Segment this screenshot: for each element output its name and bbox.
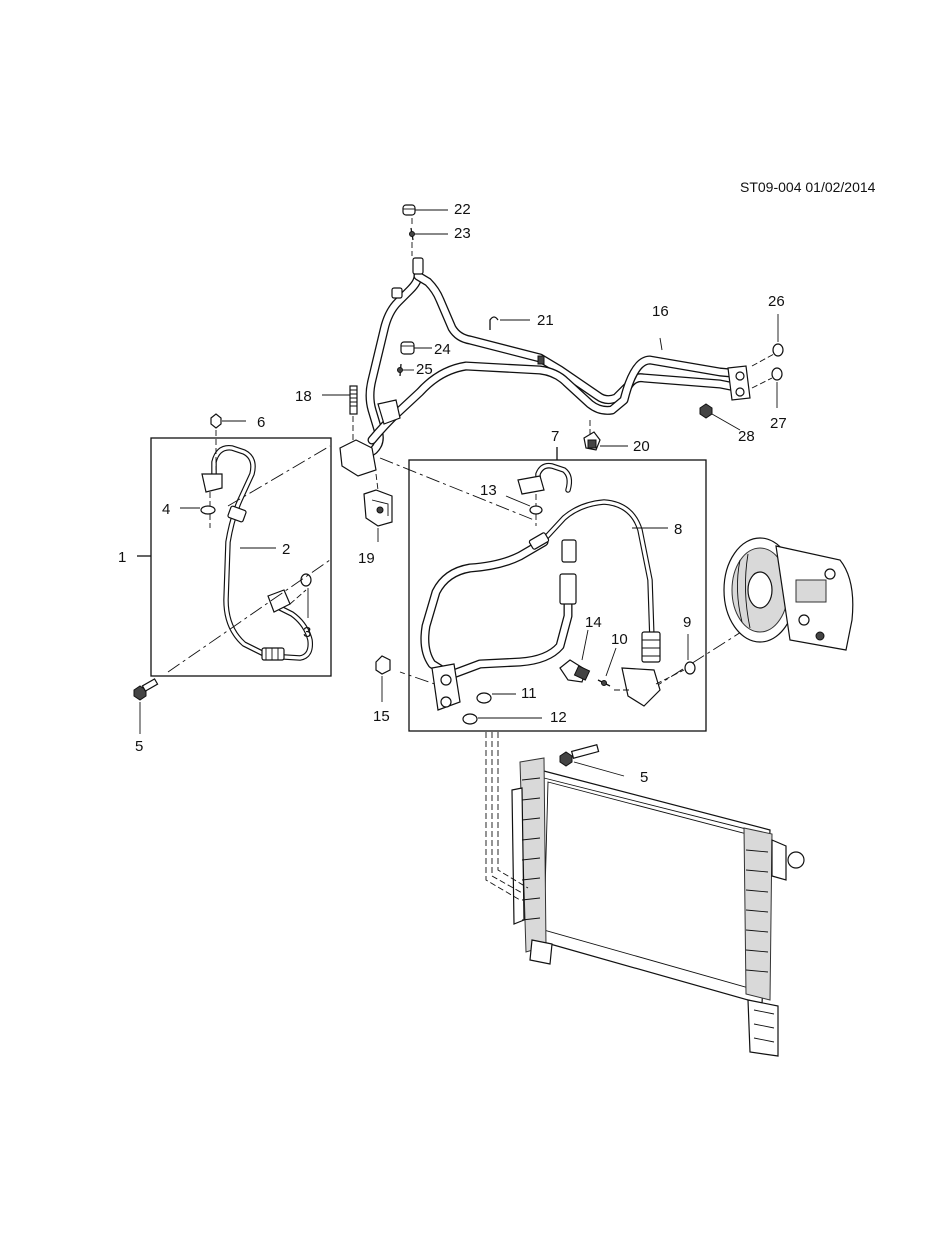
callout-6: 6 — [257, 414, 265, 431]
callout-19: 19 — [358, 550, 375, 567]
nut-28 — [699, 403, 713, 419]
cap-22 — [402, 204, 416, 216]
seal-27 — [771, 367, 783, 381]
seal-26 — [772, 343, 784, 357]
callout-5-left: 5 — [135, 738, 143, 755]
callout-3: 3 — [303, 624, 311, 641]
callout-22: 22 — [454, 201, 471, 218]
callout-24: 24 — [434, 341, 451, 358]
callout-21: 21 — [537, 312, 554, 329]
callout-23: 23 — [454, 225, 471, 242]
seal-3 — [300, 573, 312, 587]
clip-21 — [489, 316, 499, 330]
callout-14: 14 — [585, 614, 602, 631]
seal-12 — [462, 713, 478, 725]
callout-1: 1 — [118, 549, 126, 566]
callout-8: 8 — [674, 521, 682, 538]
hose-assembly-2 — [201, 445, 314, 661]
callout-28: 28 — [738, 428, 755, 445]
callout-26: 26 — [768, 293, 785, 310]
ac-pipe-assembly — [339, 257, 751, 477]
callout-5-right: 5 — [640, 769, 648, 786]
callout-16: 16 — [652, 303, 669, 320]
nut-15 — [375, 655, 391, 675]
bolt-5-right — [559, 744, 600, 767]
callout-20: 20 — [633, 438, 650, 455]
callout-11: 11 — [521, 685, 537, 702]
bracket-19 — [363, 489, 393, 527]
seal-11 — [476, 692, 492, 704]
pressure-switch-14 — [559, 659, 591, 683]
diagram-code: ST09-004 01/02/2014 — [740, 179, 876, 195]
callout-7: 7 — [551, 428, 559, 445]
callout-10: 10 — [611, 631, 628, 648]
cap-24 — [400, 341, 415, 355]
seal-13 — [529, 505, 543, 515]
seal-9 — [684, 661, 696, 675]
callout-4: 4 — [162, 501, 170, 518]
valve-core-23 — [409, 227, 415, 241]
valve-core-10 — [597, 679, 611, 687]
seal-4 — [200, 505, 216, 515]
nut-6 — [210, 413, 222, 429]
callout-13: 13 — [480, 482, 497, 499]
callout-25: 25 — [416, 361, 433, 378]
callout-18: 18 — [295, 388, 312, 405]
clip-20 — [583, 431, 601, 451]
stud-18 — [349, 385, 358, 415]
callout-12: 12 — [550, 709, 567, 726]
valve-core-25 — [397, 363, 403, 377]
callout-2: 2 — [282, 541, 290, 558]
hose-assembly-box — [150, 437, 332, 677]
callout-9: 9 — [683, 614, 691, 631]
callout-27: 27 — [770, 415, 787, 432]
bolt-5-left — [133, 678, 159, 701]
ac-compressor — [723, 537, 854, 651]
callout-15: 15 — [373, 708, 390, 725]
radiator-condenser — [511, 757, 805, 1057]
line-assembly-8 — [420, 462, 661, 711]
